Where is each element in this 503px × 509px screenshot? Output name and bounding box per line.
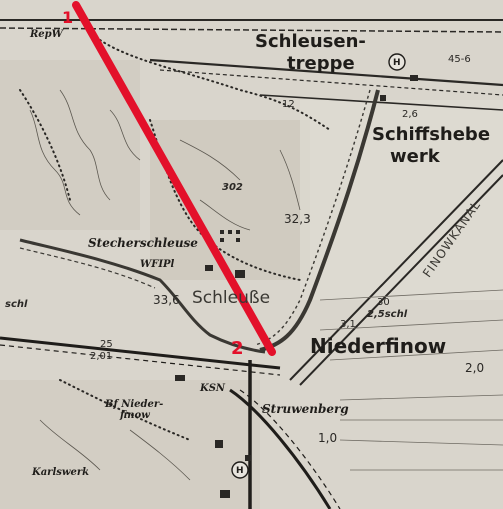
- label-2-5schl: 2,5schl: [367, 309, 408, 320]
- contour-lines: [29, 89, 301, 481]
- buildings: [175, 75, 418, 498]
- label-33-6: 33,6: [153, 293, 180, 307]
- label-repw: RepW: [30, 29, 63, 40]
- route-end-marker: 2: [231, 338, 244, 359]
- field-boundaries: [319, 289, 503, 471]
- label-schleusen-1: Schleusen-: [255, 31, 366, 52]
- label-12: 12: [282, 99, 295, 110]
- western-road: [19, 238, 266, 354]
- label-niederfinow: Niederfinow: [310, 334, 447, 358]
- finowkanal-lines: [289, 159, 503, 386]
- southern-railway: [0, 336, 341, 509]
- svg-text:H: H: [393, 58, 401, 68]
- label-bf-nieder-2: finow: [120, 410, 150, 421]
- open-field-east: [300, 100, 503, 300]
- label-32-3: 32,3: [284, 212, 311, 226]
- label-schiffshebe-1: Schiffshebe: [372, 124, 491, 145]
- label-schleusen-2: treppe: [287, 53, 355, 74]
- label-302: 302: [222, 182, 243, 193]
- route-line: [72, 1, 276, 356]
- label-schl: schl: [5, 299, 28, 310]
- label-wfipl: WFIPl: [140, 259, 175, 270]
- h-circle-letters: H H: [236, 58, 401, 476]
- label-1-0: 1,0: [318, 431, 338, 445]
- label-2-0: 2,0: [465, 361, 485, 375]
- svg-text:H: H: [236, 466, 244, 476]
- main-road: [254, 89, 380, 352]
- label-bf-nieder-1: Bf Nieder-: [105, 399, 164, 410]
- forest-edges: [19, 39, 331, 441]
- label-25: 25: [100, 339, 113, 350]
- label-45-6: 45-6: [448, 54, 471, 65]
- label-30: 30: [377, 297, 390, 308]
- label-2-6: 2,6: [402, 109, 418, 120]
- forest-area-west: [0, 60, 140, 230]
- h-circle-icon: [231, 53, 406, 479]
- label-karlswerk: Karlswerk: [32, 467, 90, 478]
- label-schleusse: Schleuße: [192, 288, 271, 308]
- forest-area-302: [150, 120, 310, 280]
- label-stecherschleuse: Stecherschleuse: [88, 236, 198, 250]
- label-schiffshebe-2: werk: [390, 146, 440, 167]
- route-start-marker: 1: [62, 8, 74, 27]
- label-3-1: 3,1: [340, 319, 356, 330]
- label-struwenberg: Struwenberg: [262, 402, 349, 416]
- label-2-01: 2,01: [90, 351, 113, 362]
- label-ksn: KSN: [200, 383, 226, 394]
